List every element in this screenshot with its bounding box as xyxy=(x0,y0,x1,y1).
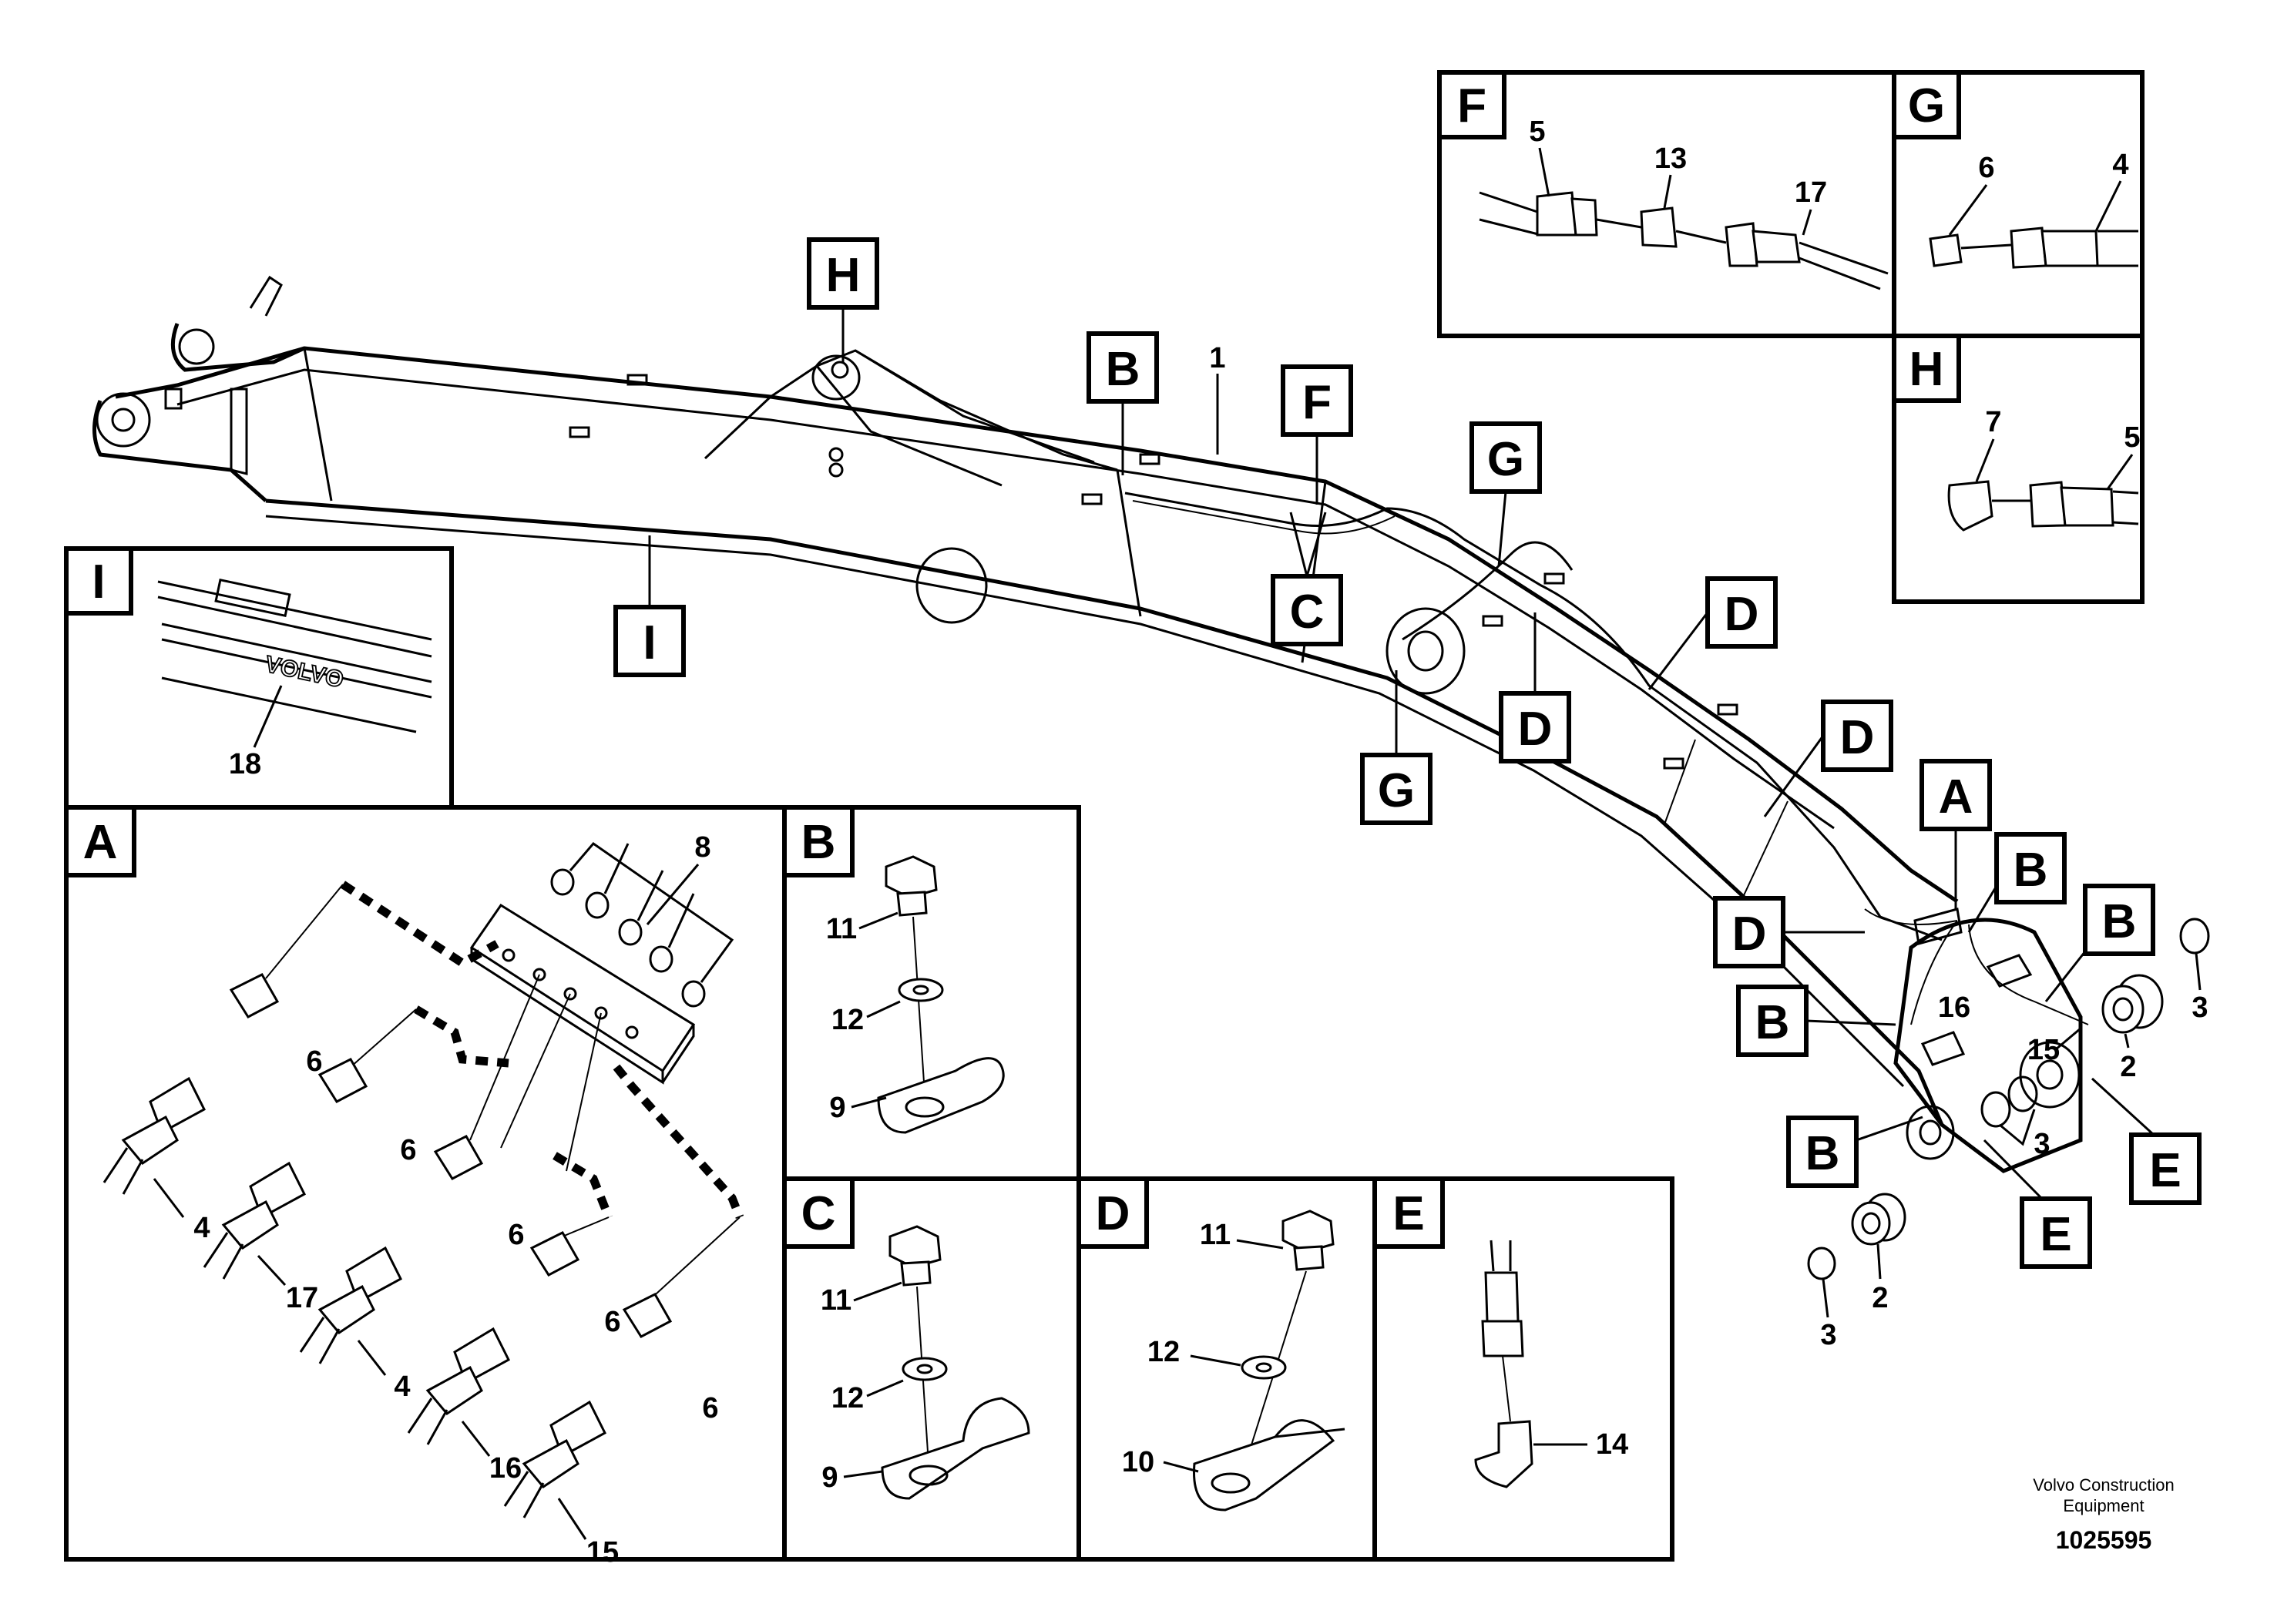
detail-view-d: D 11 12 10 xyxy=(1076,1176,1377,1562)
part-label-5-view-f: 5 xyxy=(1529,116,1545,148)
tag-g-label-top: G xyxy=(1487,433,1524,486)
part-label-6-a4: 6 xyxy=(604,1306,620,1338)
part-label-15-a: 15 xyxy=(586,1536,619,1569)
arm-illustration xyxy=(92,275,2089,1173)
part-label-12-view-c: 12 xyxy=(831,1382,864,1414)
tag-i-label: I xyxy=(643,616,656,669)
view-h-title: H xyxy=(1909,343,1944,396)
footer-credit-line1: Volvo Construction xyxy=(2033,1475,2174,1495)
tag-b-label-5: B xyxy=(1805,1127,1840,1180)
view-a-title: A xyxy=(83,816,118,869)
view-c-title: C xyxy=(801,1187,836,1240)
tag-a-label: A xyxy=(1939,770,1973,824)
part-label-3-lower: 3 xyxy=(1820,1319,1836,1351)
view-d-title: D xyxy=(1096,1187,1130,1240)
part-label-6-a5: 6 xyxy=(702,1392,718,1424)
view-e-title: E xyxy=(1392,1187,1424,1240)
part-label-11-view-d: 11 xyxy=(1200,1219,1231,1251)
volvo-decal: VOLVO xyxy=(263,652,345,693)
part-label-14-view-e: 14 xyxy=(1596,1428,1628,1461)
tag-b-label-3: B xyxy=(2102,895,2137,948)
tag-d-label-1: D xyxy=(1518,703,1553,756)
part-label-5-view-h: 5 xyxy=(2124,421,2140,454)
part-label-6-a1: 6 xyxy=(306,1045,322,1078)
part-label-11-view-c: 11 xyxy=(821,1284,851,1317)
arm-callouts: H B F 1 C I G G D D D xyxy=(613,237,2210,1351)
tag-e-label-1: E xyxy=(2149,1144,2181,1197)
detail-view-g: G 6 4 xyxy=(1892,70,2145,338)
view-i-title: I xyxy=(92,555,105,609)
detail-view-f: F 5 13 17 xyxy=(1437,70,1896,338)
part-label-9-view-c: 9 xyxy=(821,1461,838,1494)
part-label-4-a1: 4 xyxy=(193,1212,210,1244)
view-g-title: G xyxy=(1908,79,1945,133)
tag-d-label-2: D xyxy=(1725,588,1759,641)
part-label-12-view-d: 12 xyxy=(1147,1336,1180,1368)
part-label-11-view-b: 11 xyxy=(826,913,857,945)
detail-view-e: E 14 xyxy=(1372,1176,1674,1562)
part-label-2-upper: 2 xyxy=(2120,1051,2136,1083)
part-label-18-view-i: 18 xyxy=(229,748,261,780)
part-label-1: 1 xyxy=(1209,342,1225,374)
detail-view-b: B 11 12 9 xyxy=(782,805,1081,1181)
part-label-15: 15 xyxy=(2027,1034,2060,1066)
tag-d-label-3: D xyxy=(1840,711,1875,764)
footer: Volvo Construction Equipment 1025595 xyxy=(2033,1475,2174,1554)
part-label-6-a2: 6 xyxy=(400,1134,416,1166)
part-label-17-a: 17 xyxy=(286,1282,318,1314)
tag-g-label-bottom: G xyxy=(1378,764,1415,817)
part-label-16-a: 16 xyxy=(489,1452,522,1485)
view-f-title: F xyxy=(1457,79,1486,133)
detail-view-h: H 7 5 xyxy=(1892,334,2145,604)
tag-c-label: C xyxy=(1290,586,1325,639)
detail-view-a: A 8 xyxy=(64,805,787,1569)
document-number: 1025595 xyxy=(2056,1526,2152,1554)
part-label-17-view-f: 17 xyxy=(1795,176,1827,209)
tag-e-label-2: E xyxy=(2040,1208,2071,1261)
part-label-3-upper: 3 xyxy=(2192,992,2208,1024)
tag-f-label: F xyxy=(1302,376,1332,429)
part-label-2-lower: 2 xyxy=(1872,1282,1888,1314)
tag-h-label: H xyxy=(826,249,861,302)
part-label-12-view-b: 12 xyxy=(831,1004,864,1036)
part-label-8-view-a: 8 xyxy=(694,831,710,864)
view-b-title: B xyxy=(801,816,836,869)
part-label-9-view-b: 9 xyxy=(829,1092,845,1124)
detail-view-i: I VOLVO 18 xyxy=(64,546,454,810)
tag-b-label: B xyxy=(1106,343,1140,396)
part-label-10-view-d: 10 xyxy=(1122,1446,1154,1478)
tag-b-label-4: B xyxy=(1755,996,1790,1049)
part-label-6-a3: 6 xyxy=(508,1219,524,1251)
part-label-7-view-h: 7 xyxy=(1985,406,2001,438)
part-label-3-middle: 3 xyxy=(2034,1128,2050,1160)
footer-credit-line2: Equipment xyxy=(2063,1496,2144,1515)
part-label-6-view-g: 6 xyxy=(1978,152,1994,184)
tag-b-label-2: B xyxy=(2014,844,2048,897)
tag-d-label-4: D xyxy=(1732,908,1767,961)
part-label-13-view-f: 13 xyxy=(1654,143,1687,175)
part-label-4-a2: 4 xyxy=(394,1371,410,1403)
detail-view-c: C 11 12 9 xyxy=(782,1176,1081,1562)
part-label-4-view-g: 4 xyxy=(2112,149,2128,181)
part-label-16: 16 xyxy=(1938,992,1970,1024)
